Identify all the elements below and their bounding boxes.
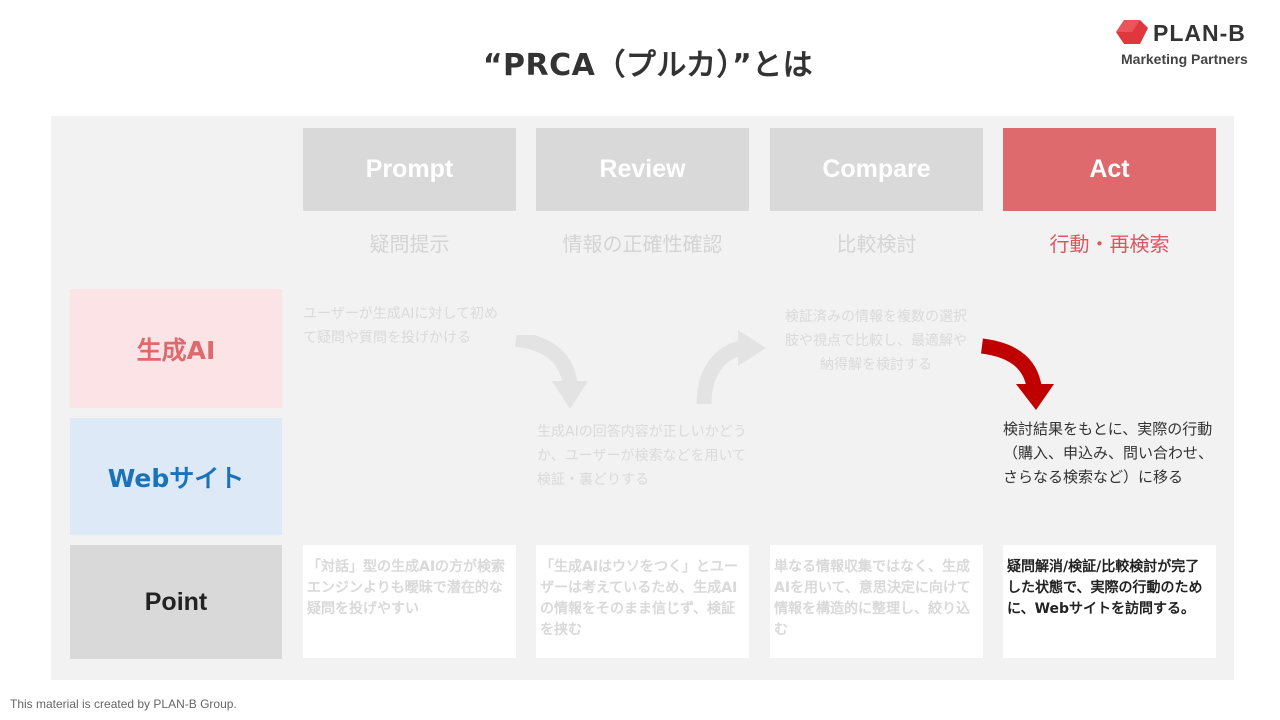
flow-arrow-down-3-icon (980, 338, 1054, 410)
flow-arrow-down-1-icon (514, 335, 588, 409)
phase-header-compare: Compare (770, 128, 983, 211)
footer-credit: This material is created by PLAN-B Group… (10, 697, 237, 711)
plan-b-logo-icon (1116, 20, 1148, 44)
cell-prompt-ai: ユーザーが生成AIに対して初めて疑問や質問を投げかける (303, 306, 499, 346)
logo-name: PLAN-B (1153, 20, 1246, 46)
point-act: 疑問解消/検証/比較検討が完了した状態で、実際の行動のために、Webサイトを訪問… (1003, 545, 1216, 658)
cell-act-web: 検討結果をもとに、実際の行動（購入、申込み、問い合わせ、さらなる検索など）に移る (1003, 420, 1214, 486)
row-label-generative-ai: 生成AI (70, 289, 282, 408)
row-label-point: Point (70, 545, 282, 659)
cell-review-web: 生成AIの回答内容が正しいかどうか、ユーザーが検索などを用いて検証・裏どりする (537, 424, 747, 488)
point-compare: 単なる情報収集ではなく、生成AIを用いて、意思決定に向けて情報を構造的に整理し、… (770, 545, 983, 658)
plan-b-logo: PLAN-B Marketing Partners (1116, 20, 1256, 70)
logo-subtitle: Marketing Partners (1121, 51, 1248, 67)
point-review: 「生成AIはウソをつく」とユーザーは考えているため、生成AIの情報をそのまま信じ… (536, 545, 749, 658)
phase-subtitle-act: 行動・再検索 (1049, 232, 1170, 256)
phase-header-act: Act (1003, 128, 1216, 211)
phase-subtitle-prompt: 疑問提示 (369, 232, 450, 256)
point-prompt: 「対話」型の生成AIの方が検索エンジンよりも曖昧で潜在的な疑問を投げやすい (303, 545, 516, 658)
phase-subtitle-compare: 比較検討 (836, 232, 917, 256)
phase-header-review: Review (536, 128, 749, 211)
page-title: “PRCA（プルカ）”とは (482, 48, 814, 83)
row-label-website: Webサイト (70, 418, 282, 535)
cell-compare-ai: 検証済みの情報を複数の選択肢や視点で比較し、最適解や納得解を検討する (785, 309, 967, 373)
phase-header-prompt: Prompt (303, 128, 516, 211)
phase-subtitle-review: 情報の正確性確認 (562, 232, 723, 256)
flow-arrow-up-2-icon (696, 330, 766, 405)
